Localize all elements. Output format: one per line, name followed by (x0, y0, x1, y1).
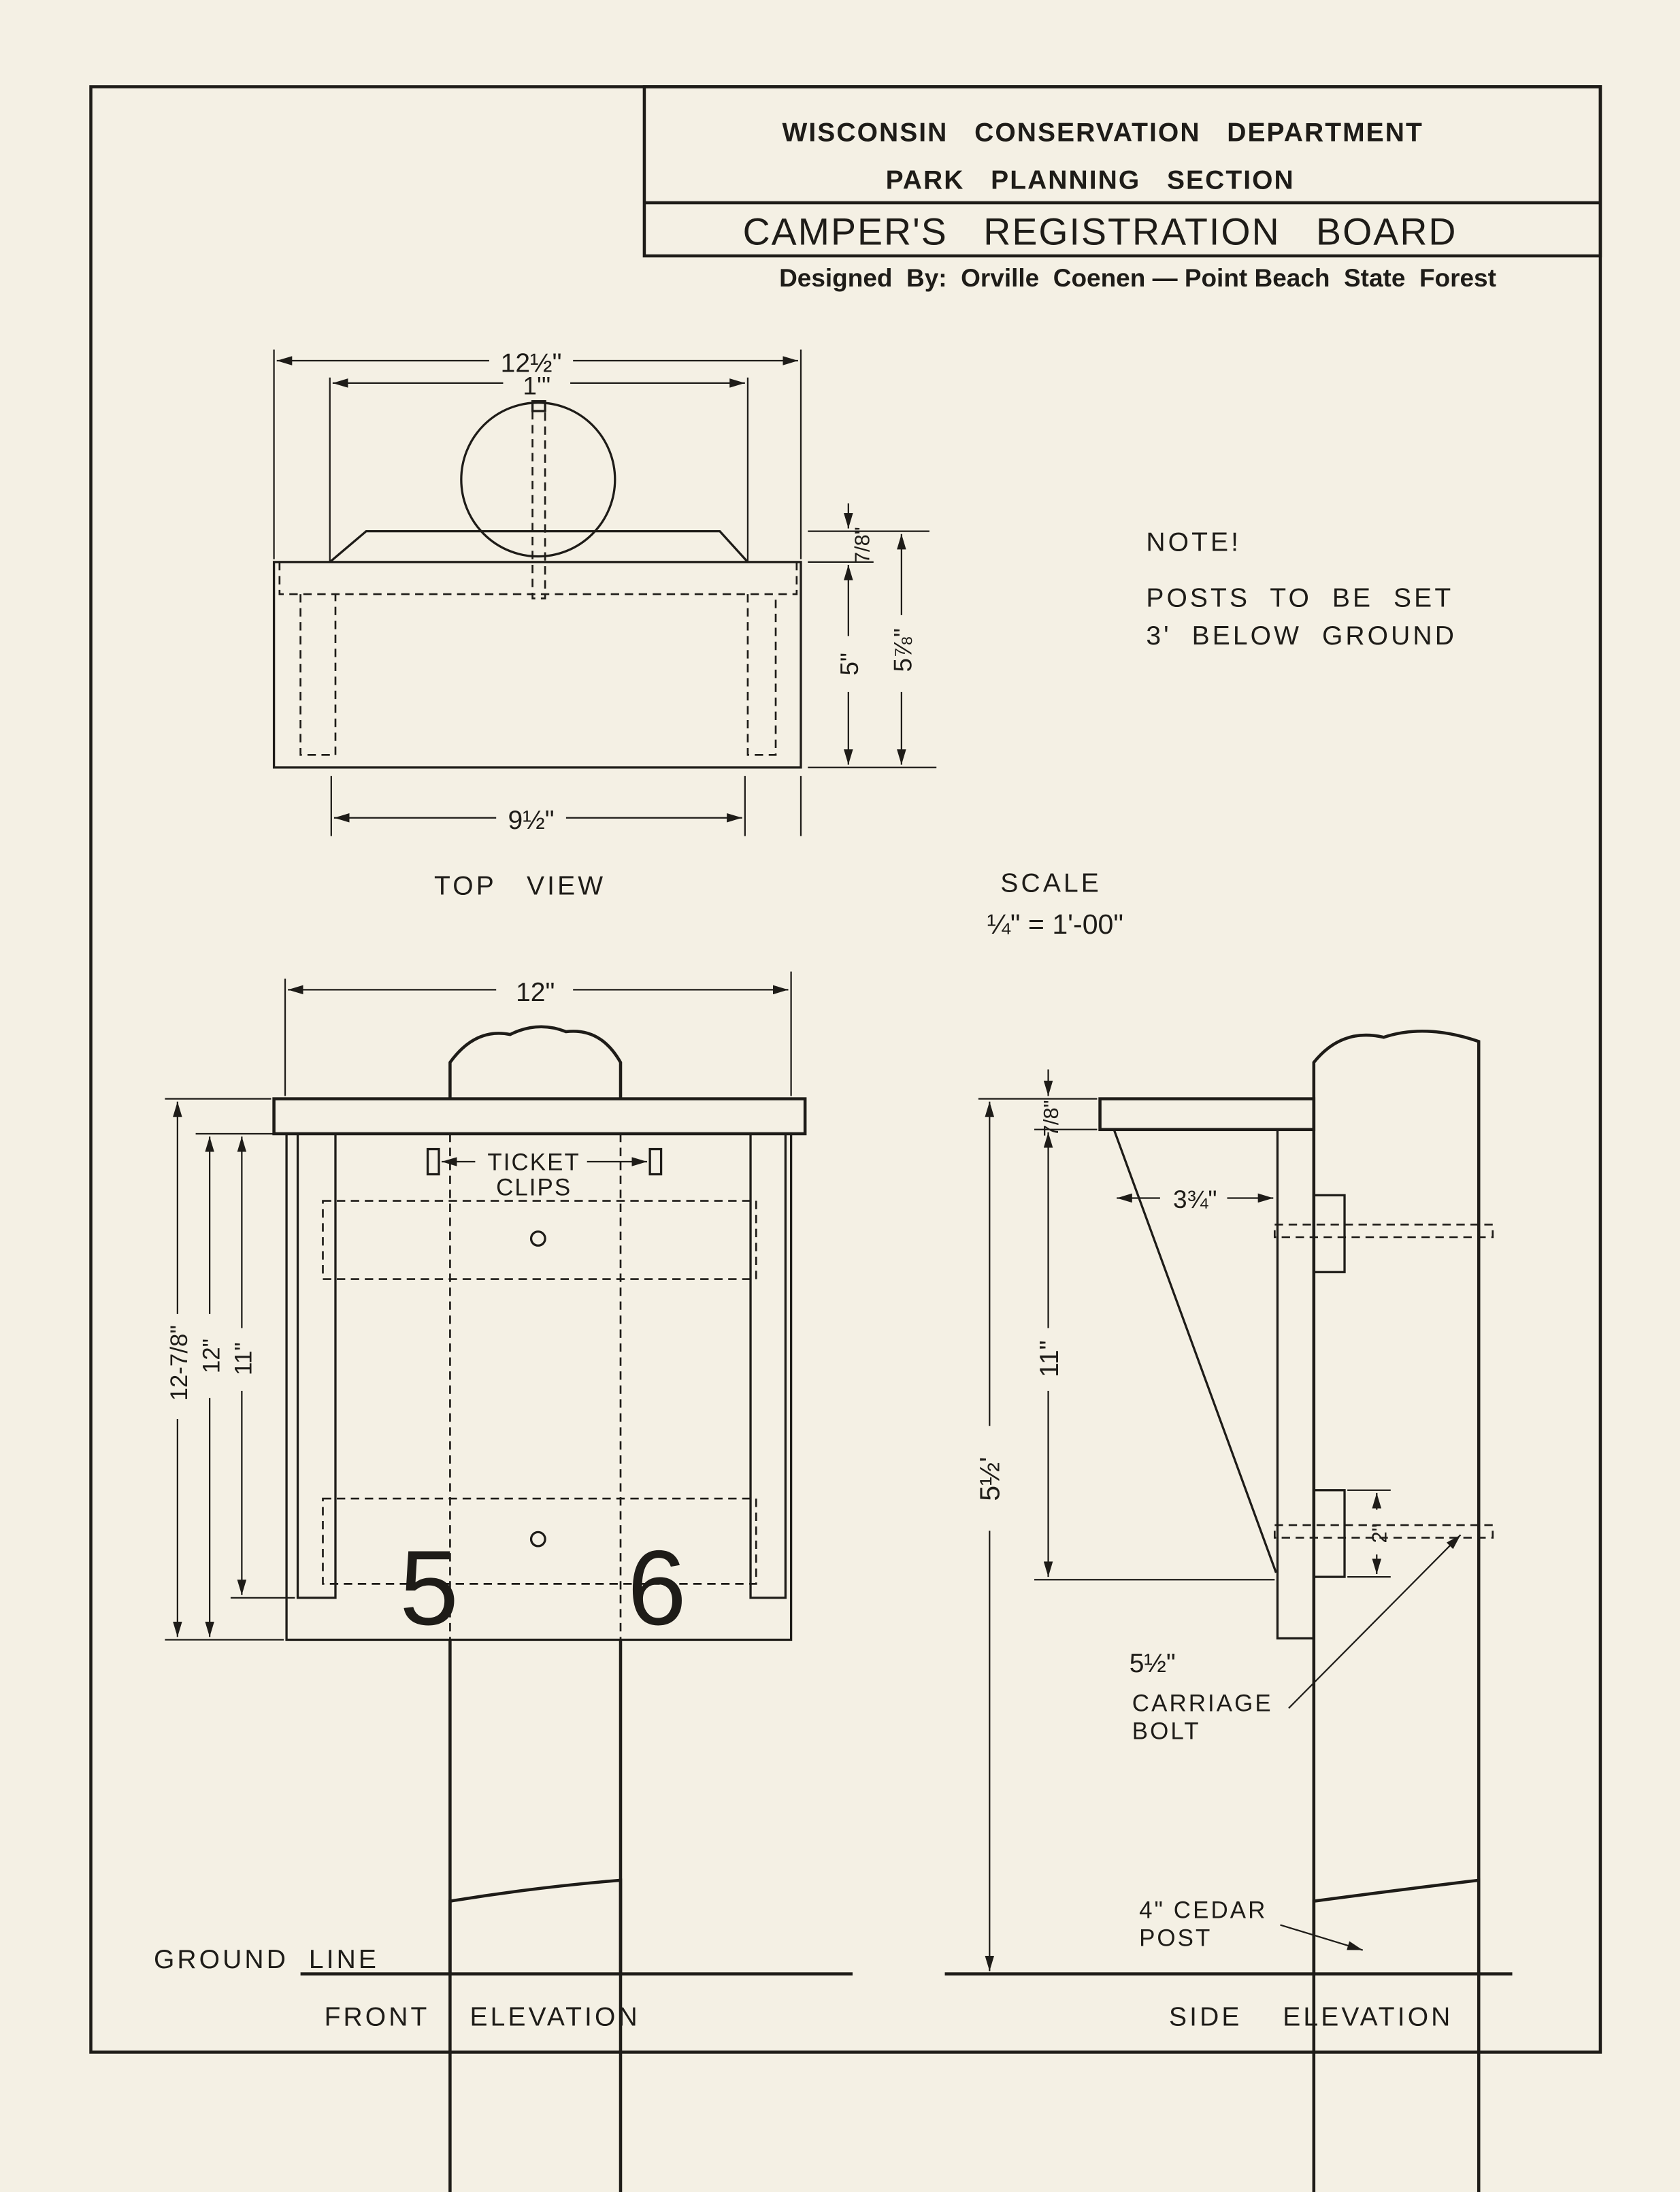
sheet-border (89, 85, 1602, 2054)
post-label-2: POST (1139, 1925, 1212, 1951)
dim-d2: 12" (198, 1339, 225, 1373)
clips-label-1: TICKET (487, 1149, 580, 1175)
bolt-label-2: BOLT (1132, 1718, 1201, 1744)
site-number-left: 5 (399, 1529, 459, 1648)
ticket-clip-right (648, 1147, 663, 1176)
scale-label: SCALE (1000, 869, 1102, 898)
dim-height: 5" (836, 653, 863, 676)
dim-d1: 12-7/8" (166, 1325, 193, 1401)
side-elevation-label: SIDE ELEVATION (1169, 2002, 1453, 2031)
post-label-1: 4" CEDAR (1139, 1897, 1267, 1923)
ground-line-label: GROUND LINE (154, 1945, 379, 1974)
bolt-size: 5½" (1130, 1649, 1176, 1678)
front-elevation: TICKET CLIPS 5 6 GROUND LINE 12" 12-7/8"… (154, 971, 853, 2192)
note-line-2: 3' BELOW GROUND (1146, 621, 1457, 651)
org-name: WISCONSIN CONSERVATION DEPARTMENT (783, 118, 1423, 148)
drawing-title: CAMPER'S REGISTRATION BOARD (743, 211, 1457, 253)
site-number-right: 6 (627, 1529, 687, 1648)
dim-base: 9½" (508, 806, 555, 835)
title-block: WISCONSIN CONSERVATION DEPARTMENT PARK P… (642, 85, 1602, 292)
scale-value: ¼" = 1'-00" (987, 909, 1123, 940)
section-name: PARK PLANNING SECTION (886, 165, 1295, 195)
dim-total: 5½' (974, 1457, 1006, 1501)
dim-block: 2" (1368, 1524, 1391, 1543)
note-title: NOTE! (1146, 527, 1241, 557)
dim-d3: 11" (231, 1342, 257, 1375)
notes: NOTE! POSTS TO BE SET 3' BELOW GROUND SC… (987, 527, 1457, 940)
bolt-label-1: CARRIAGE (1132, 1690, 1273, 1716)
ticket-clip-left (426, 1147, 440, 1176)
dim-width: 12" (516, 978, 555, 1007)
designer-credit: Designed By: Orville Coenen — Point Beac… (779, 264, 1496, 292)
note-line-1: POSTS TO BE SET (1146, 584, 1453, 613)
front-elevation-label: FRONT ELEVATION (325, 2002, 640, 2031)
dim-overall: 12½" (501, 348, 562, 378)
dim-inner: 1'" (523, 372, 550, 399)
dim-board: 7/8" (1039, 1100, 1063, 1136)
clips-label-2: CLIPS (496, 1174, 572, 1200)
dim-board: 7/8" (851, 527, 874, 563)
side-elevation: 5½' 7/8" 11" 3¾" 2" 5½" CARRIAGE BOLT 4"… (944, 1030, 1513, 2192)
top-view-label: TOP VIEW (434, 872, 606, 901)
dim-height: 11" (1035, 1340, 1064, 1377)
top-view: 12½" 1'" 7/8" 5" 5⅞" 9½" TOP VIEW (272, 348, 937, 901)
dim-offset: 3¾" (1173, 1185, 1217, 1213)
dim-total: 5⅞" (889, 628, 917, 672)
